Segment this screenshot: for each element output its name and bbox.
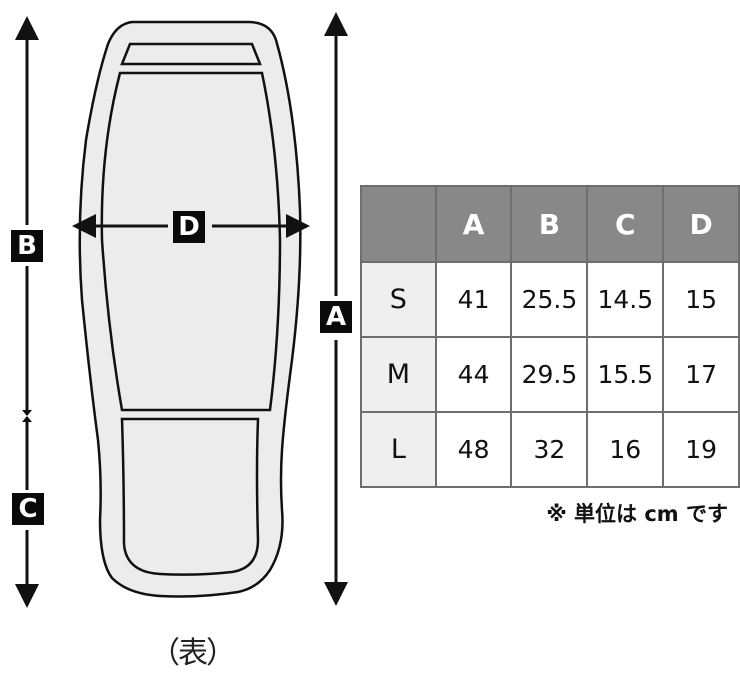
column-header-c: C [586,185,665,263]
table-cell: 44 [434,336,513,413]
table-cell: 19 [662,411,740,488]
table-cell: 25.5 [510,261,589,338]
label-c: C [12,493,44,525]
table-cell: 41 [434,261,513,338]
table-corner-cell [360,185,437,263]
column-header-d: D [662,185,740,263]
insole-outline-icon [15,11,348,608]
row-header-s: S [360,261,437,338]
size-table: A B C D S 41 25.5 14.5 15 M 44 29.5 15.5… [360,185,740,488]
unit-note: ※ 単位は cm です [546,502,728,526]
label-a: A [320,301,352,333]
column-header-a: A [434,185,513,263]
diagram-caption: （表） [150,636,236,671]
table-cell: 15 [662,261,740,338]
table-row: M 44 29.5 15.5 17 [360,336,740,413]
table-cell: 32 [510,411,589,488]
table-cell: 17 [662,336,740,413]
table-cell: 48 [434,411,513,488]
label-b: B [11,230,43,262]
row-header-l: L [360,411,437,488]
column-header-b: B [510,185,589,263]
table-cell: 29.5 [510,336,589,413]
table-row: S 41 25.5 14.5 15 [360,261,740,338]
table-cell: 14.5 [586,261,665,338]
insole-diagram: B C A D （表） [0,0,360,680]
table-row: L 48 32 16 19 [360,411,740,488]
label-d: D [173,211,205,243]
table-cell: 15.5 [586,336,665,413]
table-cell: 16 [586,411,665,488]
table-header-row: A B C D [360,185,740,263]
row-header-m: M [360,336,437,413]
